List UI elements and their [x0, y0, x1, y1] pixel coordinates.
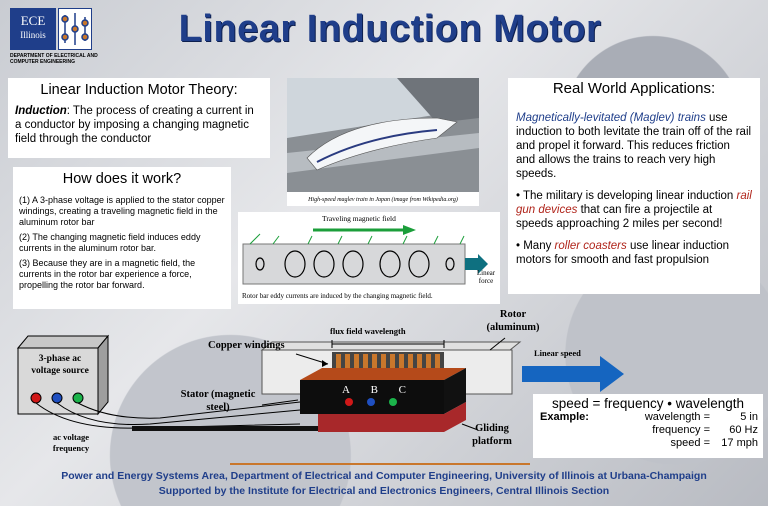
maglev-term: Magnetically-levitated (Maglev) trains	[516, 112, 706, 124]
logo-line2: Illinois	[20, 30, 46, 40]
ece-illinois-logo: ECE Illinois DEPARTMENT OF ELECTRICAL AN…	[4, 6, 98, 72]
rotor-label: Rotor (aluminum)	[486, 309, 540, 333]
equation-panel: speed = frequency • wavelength Example: …	[533, 394, 763, 458]
footer-line-2: Supported by the Institute for Electrica…	[158, 485, 610, 497]
formula-wavelength: wavelength	[675, 396, 744, 411]
footer-divider	[230, 463, 530, 465]
example-value-0: 5 in	[740, 411, 758, 423]
railgun-term: rail gun devices	[516, 190, 752, 216]
coaster-text: use linear induction motors for smooth a…	[516, 240, 730, 266]
railgun-pre: • The military is developing linear indu…	[516, 190, 737, 202]
logo-line1: ECE	[20, 13, 46, 28]
railgun-text: that can fire a projectile at speeds app…	[516, 204, 723, 230]
phase-b: B	[370, 384, 378, 396]
applications-heading: Real World Applications:	[552, 80, 716, 97]
motor-diagram	[16, 334, 624, 432]
induction-definition: : The process of creating a current in a…	[15, 105, 254, 145]
photo-caption: High-speed maglev train in Japan (image …	[308, 197, 458, 203]
example-value-2: 17 mph	[721, 437, 758, 449]
phase-a: A	[342, 384, 350, 396]
example-label: Example:	[540, 411, 589, 423]
application-railgun: • The military is developing linear indu…	[516, 189, 752, 231]
example-name-2: speed =	[670, 437, 710, 449]
step-1: (1) A 3-phase voltage is applied to the …	[19, 195, 225, 227]
logo-department: DEPARTMENT OF ELECTRICAL AND COMPUTER EN…	[10, 53, 98, 65]
example-value-1: 60 Hz	[729, 424, 758, 436]
applications-panel: Real World Applications: Magnetically-le…	[508, 78, 760, 294]
induction-term: Induction	[15, 105, 67, 117]
how-heading: How does it work?	[62, 171, 182, 187]
logo-box: ECE Illinois	[10, 8, 56, 50]
traveling-field-label: Traveling magnetic field	[322, 214, 396, 223]
speed-formula: speed = frequency • wavelength	[538, 396, 758, 411]
linear-force-label: Linear force	[476, 269, 496, 285]
application-coaster: • Many roller coasters use linear induct…	[516, 239, 752, 267]
voltage-source-box	[16, 334, 110, 416]
application-maglev: Magnetically-levitated (Maglev) trains u…	[516, 111, 752, 181]
eddy-currents-label: Rotor bar eddy currents are induced by t…	[242, 292, 433, 300]
formula-left: speed = frequency •	[552, 396, 676, 411]
copper-windings-label: Copper windings	[208, 340, 285, 351]
theory-panel: Linear Induction Motor Theory: Induction…	[8, 78, 270, 158]
phase-labels: A B C	[342, 384, 406, 396]
circuit-icon	[58, 8, 92, 50]
footer-line-1: Power and Energy Systems Area, Departmen…	[61, 470, 707, 482]
maglev-text: use induction to both levitate the train…	[516, 112, 752, 180]
flux-wavelength-label: flux field wavelength	[330, 326, 406, 336]
page-title: Linear Induction Motor	[178, 8, 602, 50]
ac-frequency-label: ac voltage frequency	[52, 432, 90, 453]
maglev-train-image	[287, 78, 479, 192]
theory-heading: Linear Induction Motor Theory:	[40, 82, 238, 98]
step-2: (2) The changing magnetic field induces …	[19, 232, 201, 253]
maglev-photo-frame: High-speed maglev train in Japan (image …	[287, 78, 479, 206]
voltage-source-label: 3-phase ac voltage source	[31, 354, 89, 376]
coaster-pre: • Many	[516, 240, 555, 252]
example-table: Example: wavelength = 5 in frequency = 6…	[538, 411, 760, 450]
field-diagram: Traveling magnetic field Linear force Ro…	[238, 212, 500, 304]
linear-speed-label: Linear speed	[534, 348, 581, 358]
example-name-0: wavelength =	[644, 411, 710, 423]
coaster-term: roller coasters	[554, 240, 627, 252]
gliding-platform-label: Gliding platform	[472, 423, 512, 447]
example-name-1: frequency =	[652, 424, 710, 436]
step-3: (3) Because they are in a magnetic field…	[19, 258, 196, 290]
how-it-works-panel: How does it work? (1) A 3-phase voltage …	[13, 167, 231, 309]
theory-text: Induction: The process of creating a cur…	[15, 104, 263, 146]
phase-c: C	[398, 384, 406, 396]
stator-label: Stator (magnetic steel)	[180, 389, 256, 413]
